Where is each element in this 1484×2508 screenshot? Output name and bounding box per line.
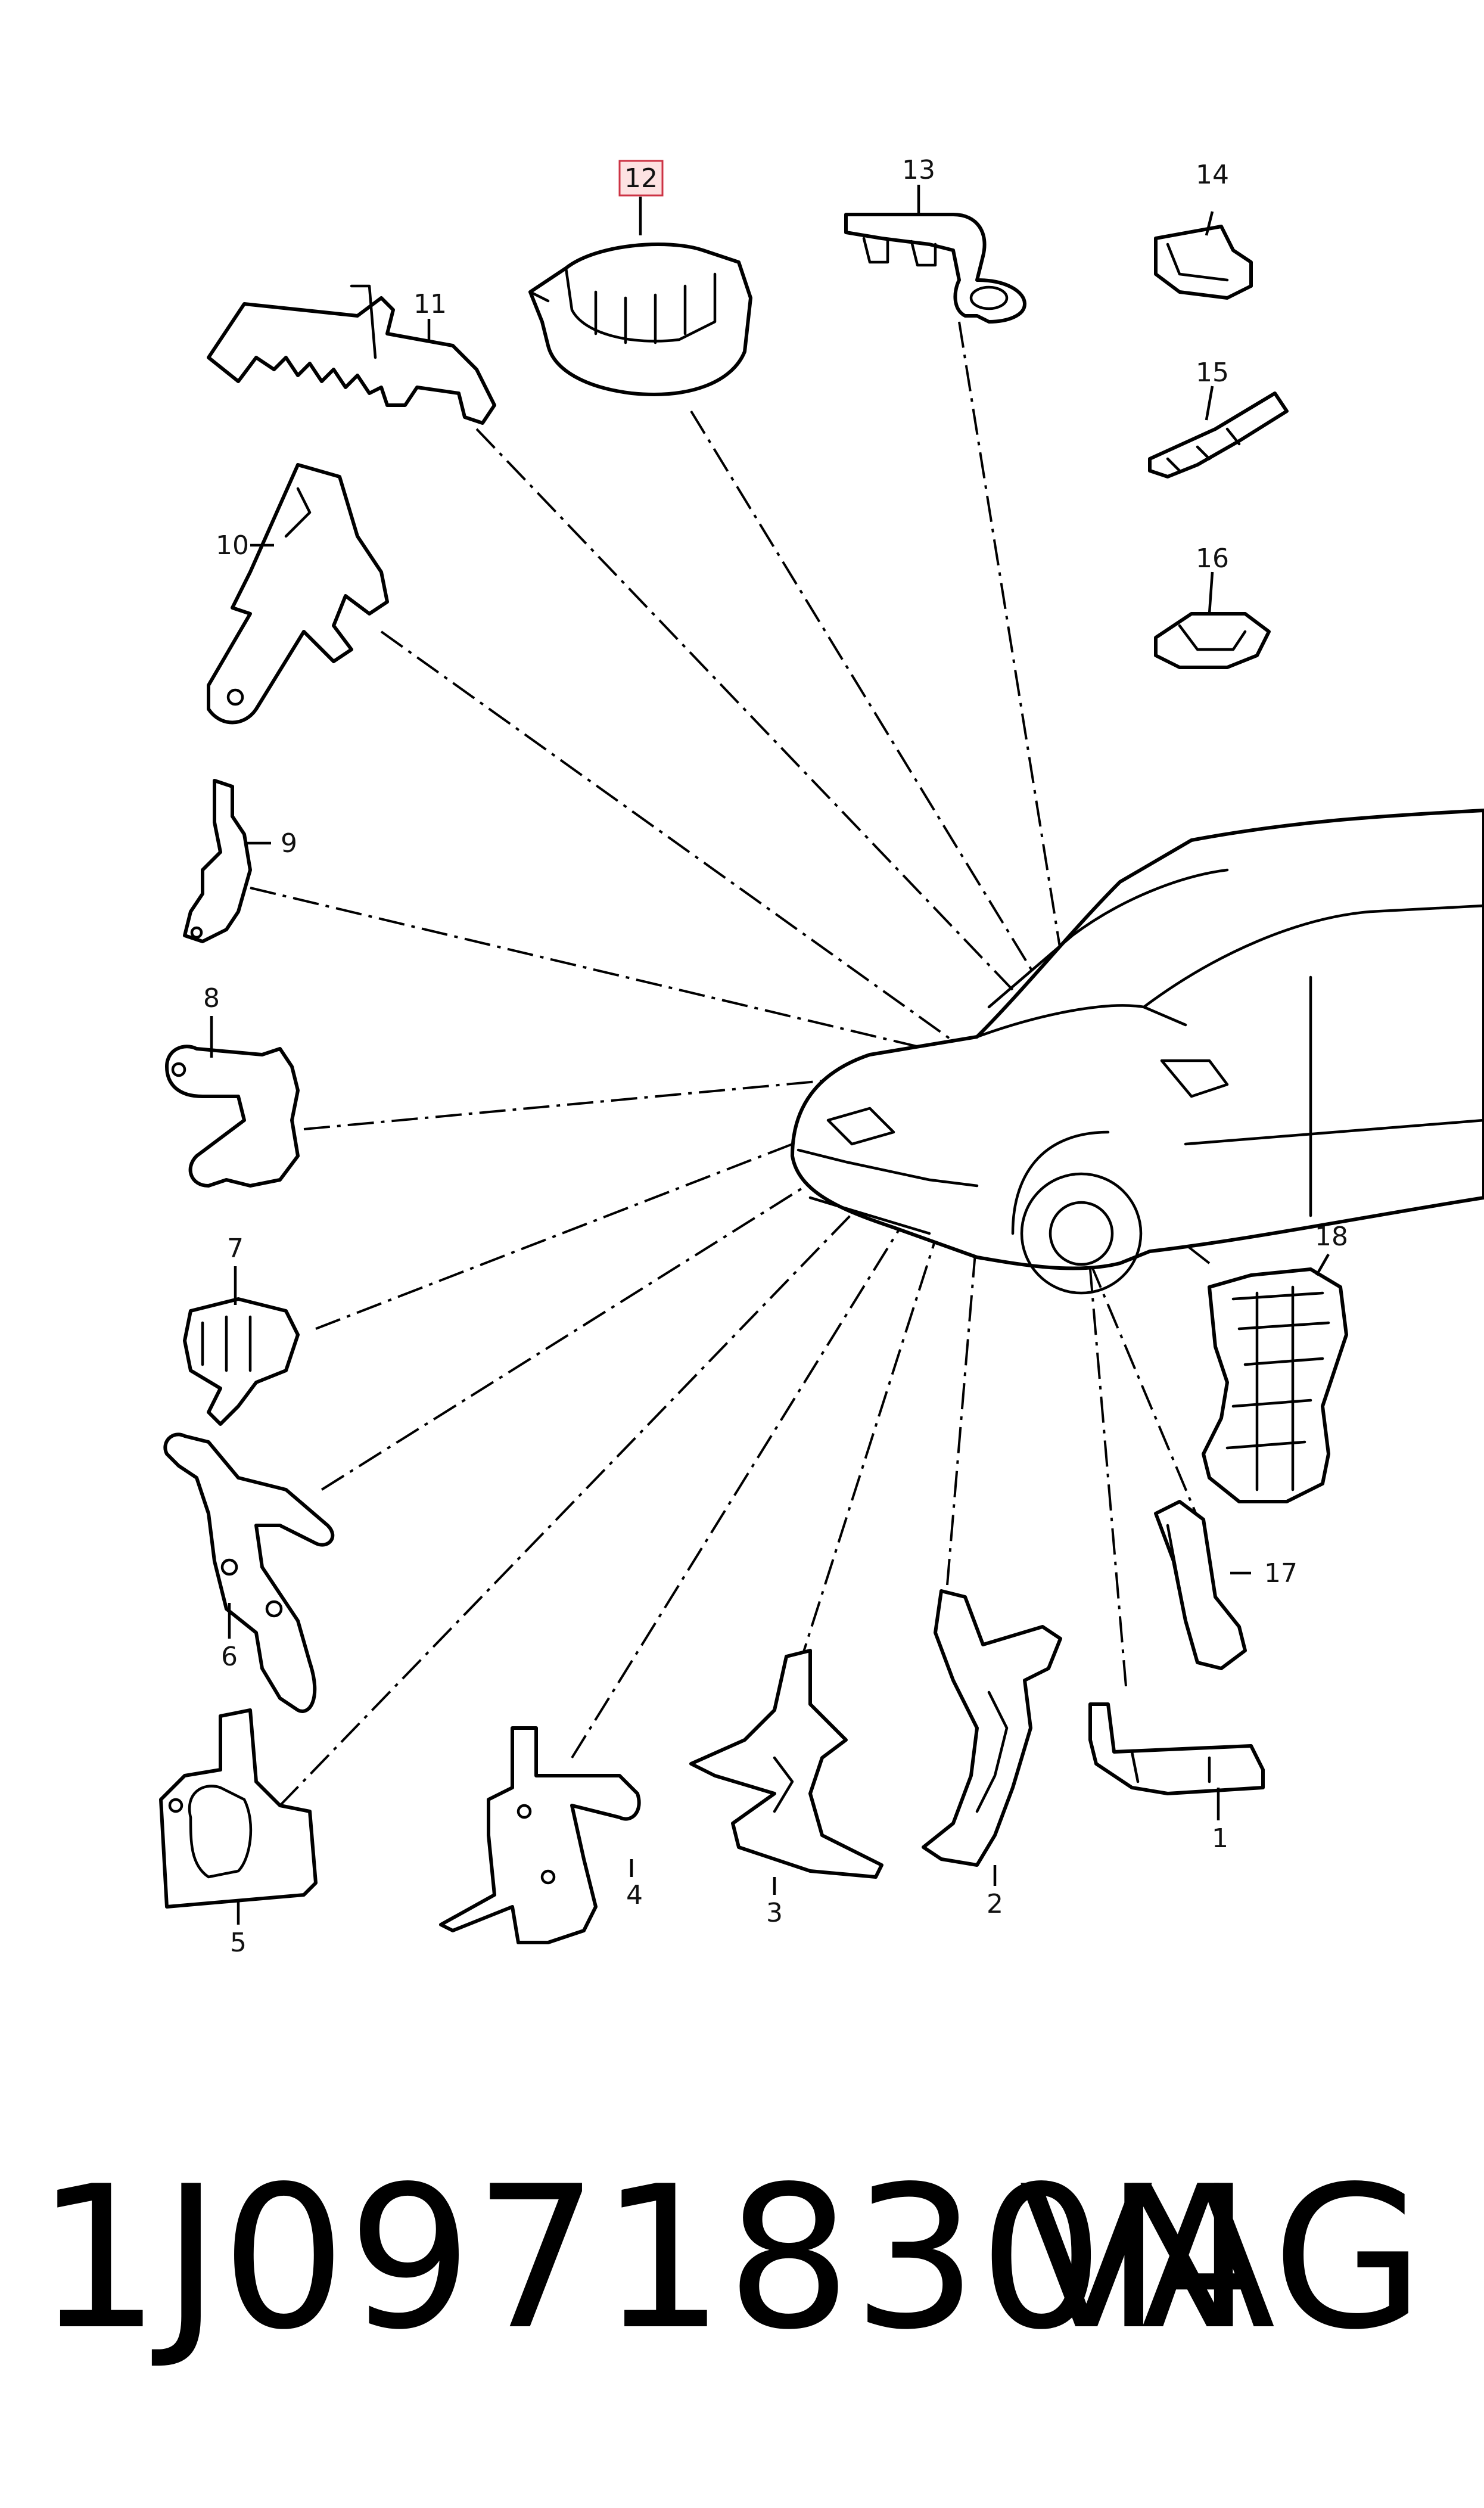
callout-11: 11 bbox=[413, 289, 447, 319]
callout-3: 3 bbox=[766, 1898, 783, 1928]
part-16-holder bbox=[1154, 612, 1271, 669]
callout-16: 16 bbox=[1196, 543, 1229, 574]
callout-labels: 12 13 14 15 16 11 10 9 8 7 6 5 4 3 2 1 1… bbox=[203, 155, 1348, 1958]
callout-leaders bbox=[210, 185, 1330, 1925]
callout-7: 7 bbox=[227, 1233, 244, 1264]
callout-10: 10 bbox=[216, 530, 249, 561]
brand-name: VAG bbox=[1019, 2144, 1424, 2373]
callout-5: 5 bbox=[230, 1928, 247, 1958]
part-10-tall-bracket bbox=[207, 463, 389, 725]
part-9-strap bbox=[183, 779, 252, 943]
part-6-bracket bbox=[163, 1432, 335, 1713]
part-4-bracket bbox=[439, 1726, 641, 1944]
part-14-clip bbox=[1154, 225, 1253, 300]
part-11-comb-bracket bbox=[207, 284, 496, 425]
part-3-bracket bbox=[689, 1649, 883, 1879]
callout-6: 6 bbox=[221, 1642, 238, 1672]
callout-1: 1 bbox=[1212, 1823, 1228, 1854]
callout-12-highlight-box bbox=[618, 160, 664, 197]
callout-13: 13 bbox=[902, 155, 935, 185]
callout-4: 4 bbox=[626, 1880, 643, 1910]
part-2-bracket bbox=[922, 1589, 1062, 1867]
callout-14: 14 bbox=[1196, 160, 1229, 190]
part-7-connector bbox=[183, 1297, 300, 1426]
part-18-frame bbox=[1202, 1267, 1348, 1503]
callout-9: 9 bbox=[281, 828, 297, 859]
callout-17: 17 bbox=[1264, 1558, 1298, 1589]
part-13-bracket bbox=[844, 213, 1026, 324]
vehicle-outline bbox=[791, 809, 1484, 1295]
callout-8: 8 bbox=[203, 983, 220, 1014]
part-8-bracket bbox=[165, 1045, 300, 1188]
part-1-bracket bbox=[1088, 1702, 1265, 1795]
part-12-cover bbox=[528, 243, 752, 396]
callout-18: 18 bbox=[1315, 1222, 1348, 1252]
footer-caption: 1J0971830N VAG bbox=[0, 2133, 1484, 2383]
exploded-parts-diagram: 12 13 14 15 16 11 10 9 8 7 6 5 4 3 2 1 1… bbox=[159, 155, 1484, 1958]
part-17-bracket bbox=[1154, 1500, 1247, 1670]
part-number: 1J0971830N bbox=[36, 2144, 1253, 2373]
callout-15: 15 bbox=[1196, 358, 1229, 388]
callout-2: 2 bbox=[987, 1889, 1003, 1919]
callout-12: 12 bbox=[624, 163, 658, 194]
part-5-plate bbox=[159, 1708, 318, 1909]
part-15-clip bbox=[1148, 391, 1289, 478]
